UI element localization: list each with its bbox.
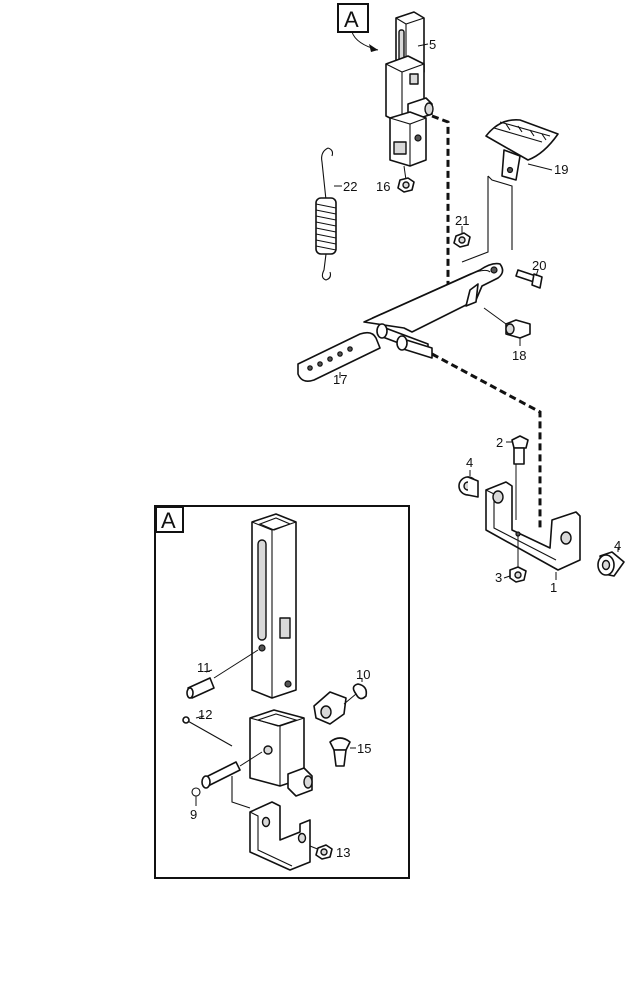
callout-a-top: A — [337, 3, 379, 52]
part-22-spring — [315, 147, 342, 281]
inset-detail-a: A 11 10 — [154, 505, 410, 879]
part-2-bolt — [506, 435, 529, 520]
label-16: 16 — [376, 179, 390, 194]
label-20: 20 — [532, 258, 546, 273]
inset-part-11-pin — [186, 649, 259, 699]
inset-collar — [249, 709, 313, 797]
callout-a-top-letter: A — [344, 7, 359, 32]
label-22: 22 — [343, 179, 357, 194]
inset-part-10-clip — [352, 678, 368, 700]
label-15: 15 — [357, 741, 371, 756]
part-21-nut — [453, 226, 471, 248]
part-4-bushing-left — [458, 470, 479, 498]
label-3: 3 — [495, 570, 502, 585]
part-16-nut — [397, 165, 415, 193]
label-2: 2 — [496, 435, 503, 450]
inset-part-12-rod — [182, 715, 233, 747]
inset-lower-clevis — [231, 776, 321, 871]
label-4-right: 4 — [614, 538, 621, 553]
label-18: 18 — [512, 348, 526, 363]
part-17-lever-arm — [297, 262, 504, 382]
part-20-bolt — [515, 269, 543, 289]
part-19-pedal-pad — [461, 119, 559, 263]
inset-part-13-nut — [315, 844, 333, 860]
assembly-line-shaft — [431, 114, 450, 292]
label-17: 17 — [333, 372, 347, 387]
part-4-bushing-right — [597, 548, 625, 577]
inset-part-15-bolt — [329, 737, 356, 767]
assembly-line-bracket — [431, 352, 542, 530]
part-5-shaft-assembly — [385, 11, 434, 167]
part-3-nut — [503, 536, 527, 583]
part-18-bolt — [483, 307, 531, 346]
label-13: 13 — [336, 845, 350, 860]
label-1: 1 — [550, 580, 557, 595]
label-10: 10 — [356, 667, 370, 682]
part-1-bracket — [485, 481, 581, 580]
inset-block — [313, 691, 357, 725]
label-19: 19 — [554, 162, 568, 177]
label-4-left: 4 — [466, 455, 473, 470]
inset-tube — [251, 513, 297, 699]
label-9: 9 — [190, 807, 197, 822]
label-21: 21 — [455, 213, 469, 228]
callout-a-inset-letter: A — [161, 508, 176, 533]
inset-part-9-clevis-pin — [191, 751, 263, 806]
label-11: 11 — [197, 660, 211, 675]
label-12: 12 — [198, 707, 212, 722]
label-5: 5 — [429, 37, 436, 52]
